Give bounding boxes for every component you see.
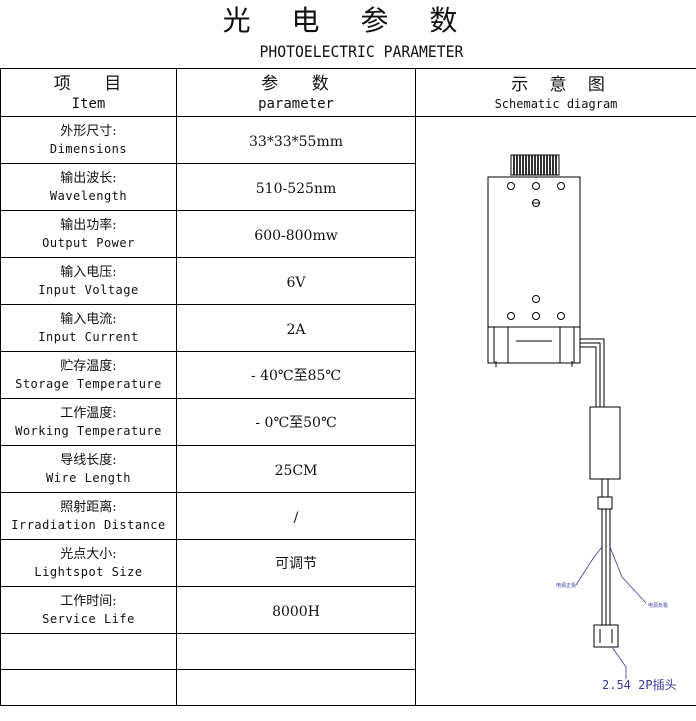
row-label-cn: 输入电压: xyxy=(60,265,117,280)
header-item-en: Item xyxy=(71,95,106,112)
row-label-en: Irradiation Distance xyxy=(11,518,166,532)
header-item-cn: 项 目 xyxy=(53,73,136,94)
row-value: 33*33*55mm xyxy=(249,133,343,150)
screw-holes-top xyxy=(507,182,565,207)
row-label-en: Wire Length xyxy=(46,471,131,485)
table-row: 贮存温度: Storage Temperature - 40℃至85℃ xyxy=(0,351,696,399)
row-label-en: Dimensions xyxy=(49,142,128,156)
row-label-cn: 输出波长: xyxy=(60,171,117,186)
row-label-cn: 工作时间: xyxy=(60,594,117,609)
row-value: 510-525nm xyxy=(255,180,337,197)
page-title: 光 电 参 数 xyxy=(222,4,474,37)
table-row: 输出功率: Output Power 600-800mw xyxy=(0,210,696,258)
plug-connector xyxy=(593,624,619,648)
header-parameter-en: parameter xyxy=(258,95,334,112)
row-label-cn: 工作温度: xyxy=(60,406,117,421)
row-label-en: Input Voltage xyxy=(38,283,139,297)
row-value: 可调节 xyxy=(275,556,317,572)
row-value: - 40℃至85℃ xyxy=(250,368,342,384)
row-label-cn: 照射距离: xyxy=(60,500,117,515)
table-row: 输入电压: Input Voltage 6V xyxy=(0,257,696,305)
row-label-cn: 外形尺寸: xyxy=(60,124,117,139)
table-row: 外形尺寸: Dimensions 33*33*55mm xyxy=(0,116,696,706)
row-label-en: Output Power xyxy=(42,236,135,250)
output-wires xyxy=(580,338,605,407)
row-value: 25CM xyxy=(274,462,318,479)
screw-holes-bottom xyxy=(507,295,565,320)
row-value: 8000H xyxy=(272,603,320,620)
row-label-en: Storage Temperature xyxy=(15,377,162,391)
row-label-en: Working Temperature xyxy=(15,424,162,438)
row-label-en: Wavelength xyxy=(49,189,128,203)
page-subtitle: PHOTOELECTRIC PARAMETER xyxy=(259,42,464,61)
row-label-en: Lightspot Size xyxy=(34,565,143,579)
row-value: - 0℃至50℃ xyxy=(255,415,337,431)
plug-label: 2.54 2P插头 xyxy=(602,678,677,692)
header-parameter: 参 数 parameter xyxy=(176,68,416,117)
header-item: 项 目 Item xyxy=(0,68,177,117)
header-parameter-cn: 参 数 xyxy=(261,73,343,94)
row-label-en: Input Current xyxy=(38,330,139,344)
annotation-leaders xyxy=(575,546,647,679)
table-row: 输入电流: Input Current 2A xyxy=(0,304,696,352)
schematic-diagram-cell: 电源正极 电源负极 2.54 2P插头 xyxy=(415,116,696,706)
table-row-empty xyxy=(0,669,696,706)
driver-sleeve xyxy=(589,406,621,480)
table-row: 光点大小: Lightspot Size 可调节 xyxy=(0,539,696,587)
row-label-cn: 输入电流: xyxy=(60,312,117,327)
header-diagram: 示 意 图 Schematic diagram xyxy=(415,68,696,117)
tiny-label-positive: 电源正极 xyxy=(556,582,576,589)
parameter-table: 项 目 Item 参 数 parameter 示 意 图 Schematic d… xyxy=(0,68,696,706)
row-value: / xyxy=(293,509,299,526)
lead-wires xyxy=(597,479,613,627)
lens-knurl xyxy=(513,155,557,175)
row-label-en: Service Life xyxy=(42,612,135,626)
row-label-cn: 输出功率: xyxy=(60,218,117,233)
row-label-cn: 贮存温度: xyxy=(60,359,117,374)
header-diagram-cn: 示 意 图 xyxy=(511,74,613,95)
table-header-row: 项 目 Item 参 数 parameter 示 意 图 Schematic d… xyxy=(0,68,696,117)
row-value: 2A xyxy=(286,321,306,338)
tiny-label-negative: 电源负极 xyxy=(648,602,668,609)
table-row: 工作温度: Working Temperature - 0℃至50℃ xyxy=(0,398,696,446)
laser-module-schematic: 电源正极 电源负极 2.54 2P插头 xyxy=(487,154,677,692)
row-value: 6V xyxy=(286,274,306,291)
header-diagram-en: Schematic diagram xyxy=(494,96,618,111)
table-row: 输出波长: Wavelength 510-525nm xyxy=(0,163,696,211)
module-body xyxy=(487,176,581,328)
row-value: 600-800mw xyxy=(254,227,338,244)
row-label-cn: 导线长度: xyxy=(60,453,117,468)
row-label-cn: 光点大小: xyxy=(60,547,117,562)
